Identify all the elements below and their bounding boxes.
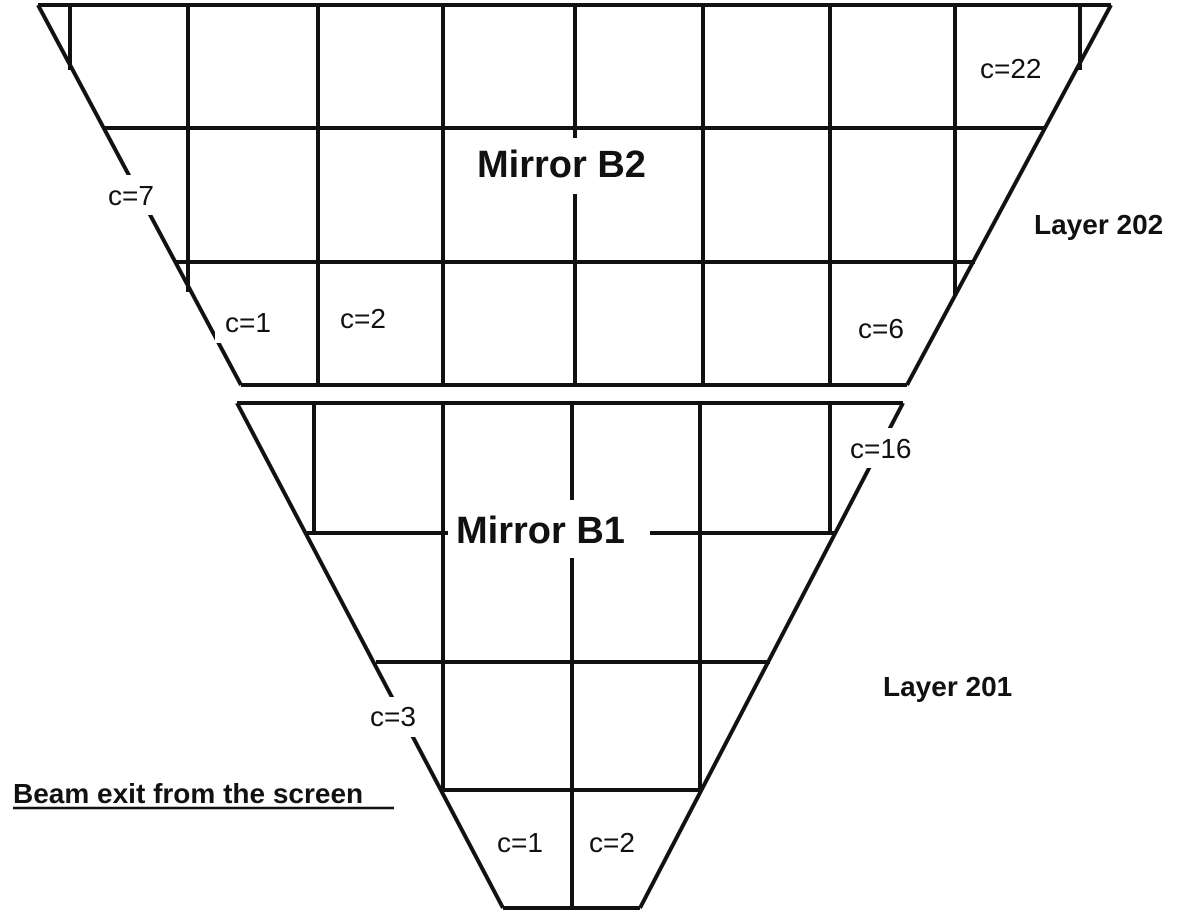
b1-cell-label-c3: c=3 [370,701,416,732]
mirror-b2: c=22 c=7 c=1 c=2 c=6 Mirror B2 [36,3,1113,387]
mirror-b1: c=16 c=3 c=1 c=2 Mirror B1 [235,401,923,910]
beam-exit-caption: Beam exit from the screen [13,778,363,809]
mirror-b1-title: Mirror B1 [456,510,625,552]
b1-cell-label-c16: c=16 [850,433,912,464]
b1-left-edge [235,402,505,909]
b1-cell-label-c1: c=1 [497,827,543,858]
b2-cell-label-c7: c=7 [108,180,154,211]
b1-cell-label-c2: c=2 [589,827,635,858]
layer-202-label: Layer 202 [1034,209,1163,240]
b2-cell-label-c6: c=6 [858,313,904,344]
b2-right-edge [905,4,1113,386]
mirror-b2-title: Mirror B2 [477,144,646,186]
b2-cell-label-c1: c=1 [225,307,271,338]
layer-201-label: Layer 201 [883,671,1012,702]
b2-cell-label-c22: c=22 [980,53,1042,84]
b1-right-edge [638,402,905,909]
b2-cell-label-c2: c=2 [340,303,386,334]
